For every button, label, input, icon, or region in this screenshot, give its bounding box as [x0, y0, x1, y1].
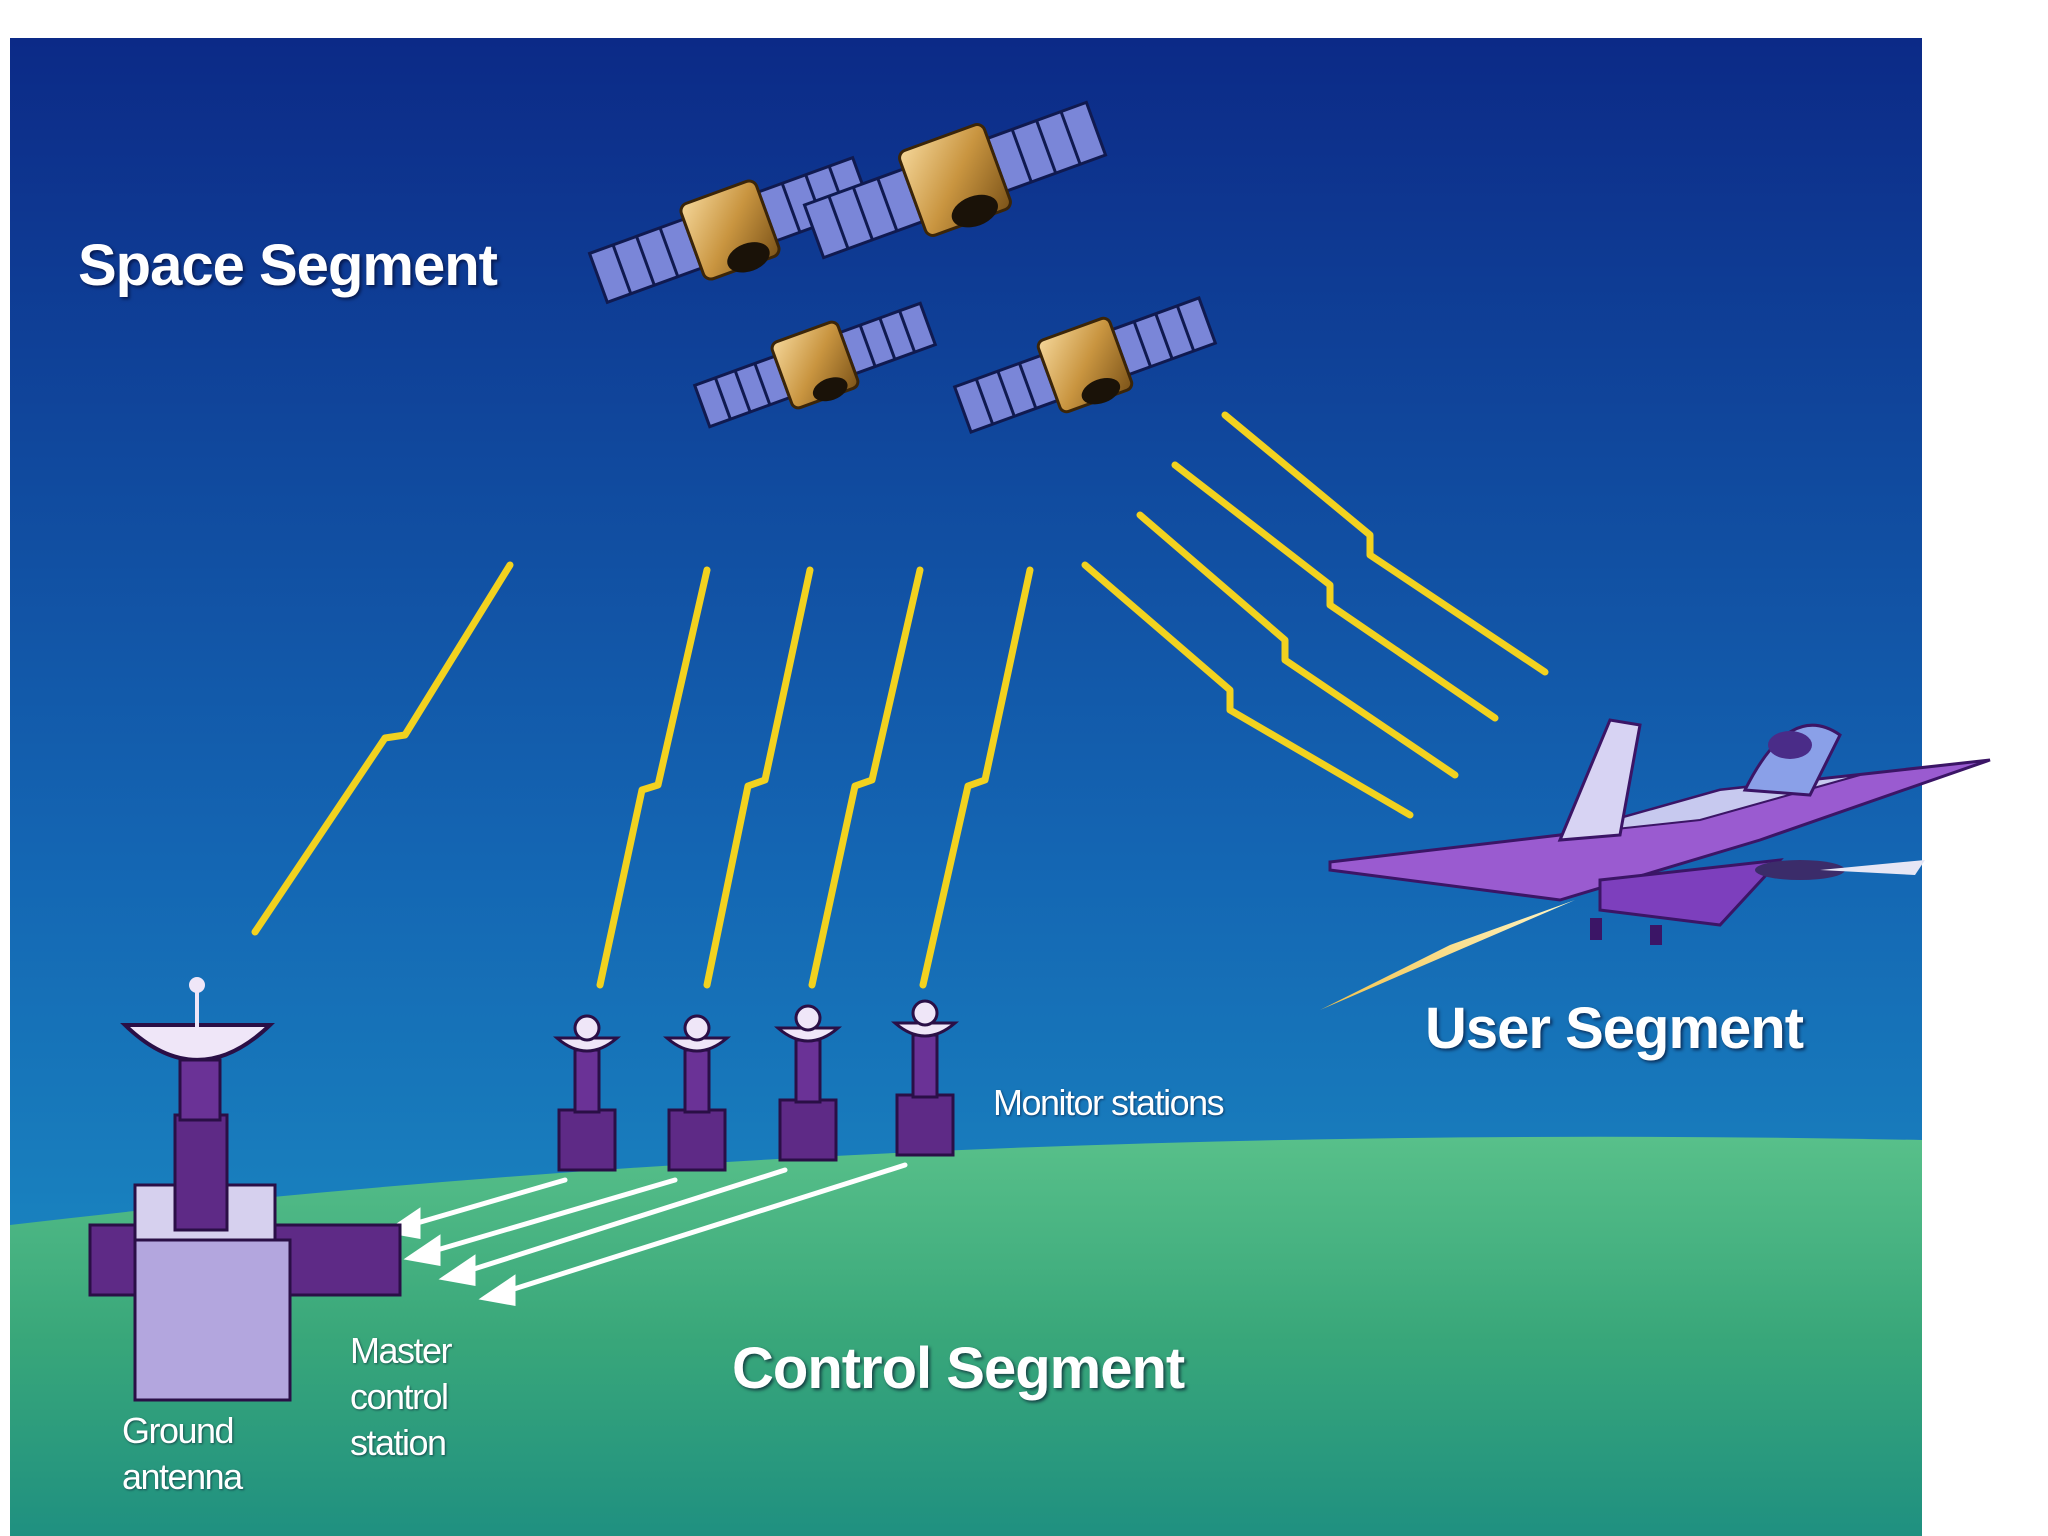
monitor-stations-label: Monitor stations — [993, 1082, 1225, 1123]
arrowhead — [403, 1234, 441, 1266]
monitor-station-icon — [552, 1014, 622, 1172]
signal-beam — [251, 561, 514, 936]
control-segment-label: Control Segment — [732, 1336, 1185, 1401]
data-links — [383, 1162, 908, 1306]
signal-beam — [1221, 411, 1549, 676]
monitor-station-icon — [773, 1004, 843, 1162]
satellite-icon — [952, 296, 1218, 434]
signal-beam — [703, 566, 814, 989]
signal-beam — [1171, 461, 1499, 722]
satellite-icon — [587, 155, 873, 305]
signal-beam — [1136, 511, 1459, 779]
arrowhead — [438, 1254, 476, 1286]
monitor-station-icon — [890, 999, 960, 1157]
data-link — [492, 1162, 908, 1298]
jet-icon — [1320, 718, 1991, 1010]
data-link — [452, 1167, 788, 1278]
satellite-icon — [802, 100, 1108, 260]
signal-beam — [596, 566, 711, 989]
dish-antenna-icon — [120, 977, 275, 1232]
data-link — [417, 1177, 678, 1258]
arrowhead — [478, 1274, 516, 1306]
ground-antenna-label: Ground antenna — [122, 1410, 243, 1497]
user-segment-label: User Segment — [1425, 996, 1804, 1061]
monitor-station-icon — [662, 1014, 732, 1172]
signal-beam — [1081, 561, 1414, 819]
signal-beam — [919, 566, 1034, 989]
signal-beam — [808, 566, 924, 989]
data-link — [397, 1177, 568, 1231]
space-segment-label: Space Segment — [78, 233, 498, 298]
master-control-station-label: Master control station — [350, 1330, 453, 1463]
satellite-icon — [692, 301, 938, 429]
signal-beams-down — [251, 561, 1034, 989]
signal-beams-user — [1081, 411, 1549, 819]
